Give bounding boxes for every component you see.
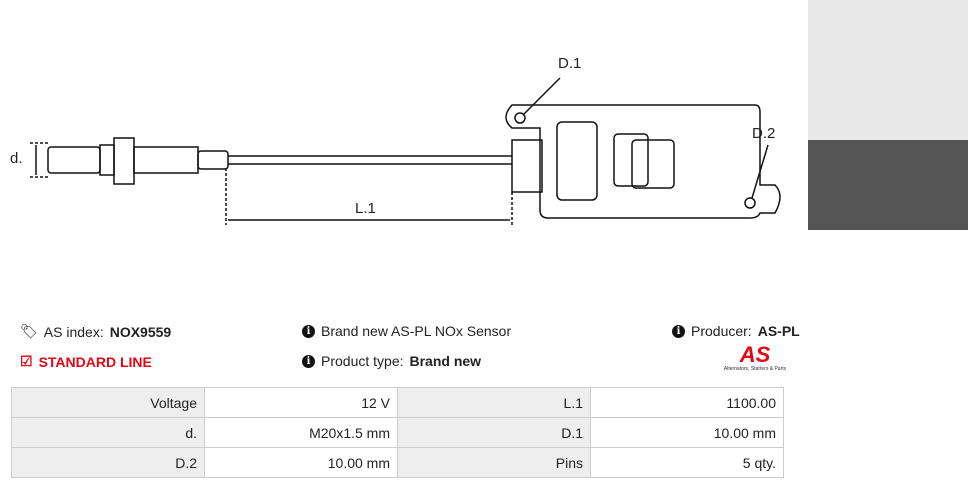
standard-line: ☑ STANDARD LINE xyxy=(20,353,152,370)
spec-key: Pins xyxy=(397,447,591,478)
producer: i Producer: AS-PL xyxy=(672,323,800,339)
as-index-value: NOX9559 xyxy=(109,323,172,340)
dim-d-label: d. xyxy=(10,150,23,167)
spec-value: M20x1.5 mm xyxy=(204,417,398,448)
as-pl-logo: AS Alternators, Starters & Parts xyxy=(715,342,795,373)
spec-key: D.2 xyxy=(11,447,205,478)
info-icon: i xyxy=(302,324,315,338)
logo-tagline: Alternators, Starters & Parts xyxy=(723,366,787,372)
spec-key: Voltage xyxy=(11,387,205,418)
description: i Brand new AS-PL NOx Sensor xyxy=(302,323,511,339)
as-index-label: AS index: xyxy=(43,323,104,340)
line-label: STANDARD LINE xyxy=(38,353,152,370)
tags-icon: 🏷 xyxy=(20,323,38,339)
product-photo xyxy=(808,0,968,140)
dim-l1-label: L.1 xyxy=(355,200,376,217)
as-index: 🏷 AS index: NOX9559 xyxy=(20,323,171,340)
spec-value: 5 qty. xyxy=(590,447,784,478)
dim-d1-label: D.1 xyxy=(558,55,582,72)
producer-value: AS-PL xyxy=(757,323,800,339)
product-type: i Product type: Brand new xyxy=(302,353,481,369)
description-text: Brand new AS-PL NOx Sensor xyxy=(321,323,512,339)
connector-photo xyxy=(808,140,968,230)
product-type-label: Product type: xyxy=(321,353,404,369)
logo-text: AS xyxy=(739,342,771,367)
dim-d2-label: D.2 xyxy=(752,125,776,142)
spec-value: 10.00 mm xyxy=(590,417,784,448)
sensor-diagram xyxy=(30,77,781,225)
spec-value: 1100.00 xyxy=(590,387,784,418)
producer-label: Producer: xyxy=(691,323,752,339)
spec-key: d. xyxy=(11,417,205,448)
spec-key: L.1 xyxy=(397,387,591,418)
spec-value: 10.00 mm xyxy=(204,447,398,478)
product-type-value: Brand new xyxy=(409,353,482,369)
info-icon: i xyxy=(302,354,315,368)
spec-value: 12 V xyxy=(204,387,398,418)
info-icon: i xyxy=(672,324,685,338)
spec-key: D.1 xyxy=(397,417,591,448)
check-square-icon: ☑ xyxy=(20,353,33,369)
